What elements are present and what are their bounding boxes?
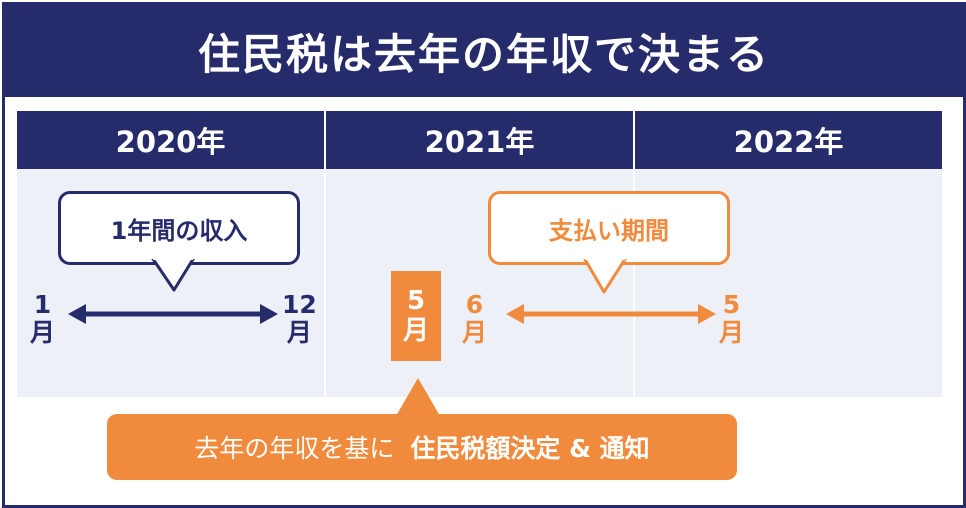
year-header-row: 2020年 2021年 2022年	[17, 111, 942, 169]
payment-bubble-label: 支払い期間	[549, 216, 669, 245]
year-2021: 2021年	[324, 111, 633, 169]
year-2022: 2022年	[633, 111, 942, 169]
payment-bubble: 支払い期間	[488, 191, 730, 265]
notice-callout: 去年の年収を基に 住民税額決定 & 通知	[107, 414, 737, 480]
income-period-arrow	[68, 304, 278, 324]
notice-prefix: 去年の年収を基に	[194, 434, 395, 463]
payment-period-arrow	[506, 304, 716, 324]
income-bubble-label: 1年間の収入	[110, 216, 248, 245]
page-title: 住民税は去年の年収で決まる	[5, 5, 963, 97]
column-divider-1	[324, 169, 326, 397]
income-bubble-tail	[151, 259, 195, 292]
notice-emphasis: 住民税額決定 & 通知	[410, 434, 650, 463]
income-bubble: 1年間の収入	[58, 191, 300, 265]
notice-callout-pointer	[396, 378, 440, 416]
payment-bubble-tail	[583, 259, 627, 294]
year-2020: 2020年	[115, 125, 226, 159]
column-divider-2	[633, 169, 635, 397]
